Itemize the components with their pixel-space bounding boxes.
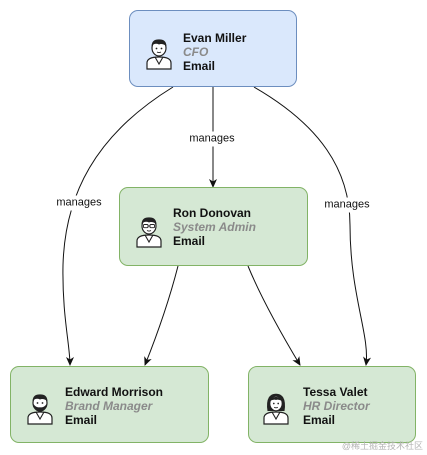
node-text-tessa-valet: Tessa Valet HR Director Email (303, 385, 370, 427)
email-link[interactable]: Email (183, 59, 216, 73)
edge-label-evan-ron: manages (187, 131, 237, 147)
org-node-tessa-valet[interactable]: Tessa Valet HR Director Email (248, 366, 416, 443)
person-name: Tessa Valet (303, 385, 368, 399)
org-node-ron-donovan[interactable]: Ron Donovan System Admin Email (119, 187, 308, 266)
edge-evan-to-tessa (253, 86, 372, 366)
edge-ron-to-edward (144, 265, 179, 366)
person-role: HR Director (303, 399, 370, 413)
person-name: Edward Morrison (65, 385, 164, 399)
node-text-evan-miller: Evan Miller CFO Email (183, 31, 246, 73)
bearded-man-avatar-icon (27, 394, 53, 425)
man-with-glasses-avatar-icon (136, 217, 162, 248)
org-node-evan-miller[interactable]: Evan Miller CFO Email (129, 10, 297, 87)
email-link[interactable]: Email (173, 234, 206, 248)
org-node-edward-morrison[interactable]: Edward Morrison Brand Manager Email (10, 366, 209, 443)
edge-label-evan-tessa: manages (322, 197, 372, 213)
edge-evan-to-edward (62, 86, 174, 366)
person-name: Ron Donovan (173, 206, 251, 220)
person-role: System Admin (173, 220, 256, 234)
person-role: CFO (183, 45, 209, 59)
email-link[interactable]: Email (303, 413, 336, 427)
edge-label-evan-edward: manages (54, 195, 104, 211)
watermark: @稀土掘金技术社区 (341, 441, 423, 451)
edge-ron-to-tessa (247, 265, 301, 366)
man-avatar-icon (146, 39, 172, 70)
woman-avatar-icon (263, 393, 289, 425)
node-text-ron-donovan: Ron Donovan System Admin Email (173, 206, 256, 248)
email-link[interactable]: Email (65, 413, 98, 427)
person-role: Brand Manager (65, 399, 153, 413)
person-name: Evan Miller (183, 31, 247, 45)
node-text-edward-morrison: Edward Morrison Brand Manager Email (65, 385, 163, 427)
